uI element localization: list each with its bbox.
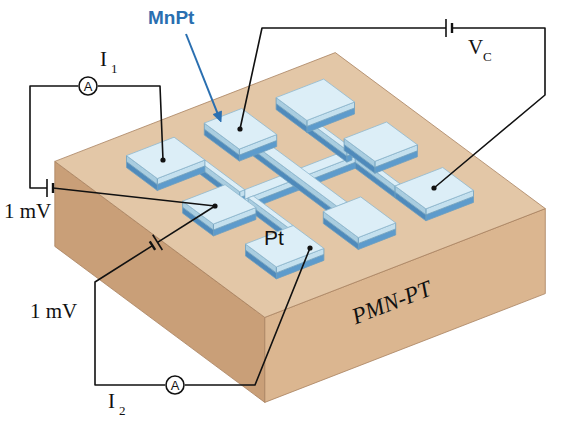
subscript: 2 [119, 404, 126, 418]
subscript: 1 [111, 62, 118, 76]
electrode-top [395, 168, 473, 209]
ammeter-circle [166, 376, 184, 394]
voltage-symbol: V [468, 36, 483, 59]
wires [30, 19, 545, 385]
wire [53, 188, 215, 206]
wire [95, 246, 165, 385]
electrode-top [276, 79, 354, 120]
electrode-top [323, 197, 395, 238]
contact-dot [307, 245, 312, 250]
substrate-top [55, 53, 546, 318]
wire [185, 248, 310, 385]
contact-dot [431, 185, 436, 190]
electrode-side [253, 144, 337, 212]
battery-symbol [446, 19, 452, 37]
material-label: Pt [264, 226, 284, 249]
ammeter-letter: A [84, 80, 93, 93]
wire [30, 86, 78, 188]
current-symbol: I [108, 390, 115, 413]
pointer-head [213, 111, 221, 122]
contact-dot [212, 203, 217, 208]
pointer-line [186, 34, 218, 115]
current-symbol: I [100, 48, 107, 71]
electrode-top [344, 122, 417, 161]
electrode-top [246, 226, 324, 267]
voltage-label: 1 mV [4, 200, 51, 223]
voltage-label: 1 mV [30, 300, 77, 323]
wire [158, 206, 215, 242]
ammeter-text-box: A [78, 76, 98, 96]
electrode-top [204, 109, 276, 150]
battery-plate [445, 19, 447, 37]
ammeter-circle [79, 77, 97, 95]
wire [98, 86, 163, 160]
electrode-top [127, 137, 205, 178]
battery-symbol [47, 179, 53, 197]
ammeter-symbol: A [165, 375, 185, 395]
ammeter-letter: A [171, 379, 180, 392]
ammeter-symbol: A [78, 76, 98, 96]
material-label: MnPt [148, 8, 194, 29]
wire [240, 28, 446, 129]
battery-symbol [148, 235, 163, 253]
subscript: C [483, 50, 492, 64]
electrodes [127, 79, 474, 279]
ammeter-text-box: A [165, 375, 185, 395]
wire [434, 28, 545, 188]
contact-dot [160, 157, 165, 162]
contact-dot [237, 126, 242, 131]
substrate [55, 53, 546, 403]
battery-plate [46, 179, 48, 197]
